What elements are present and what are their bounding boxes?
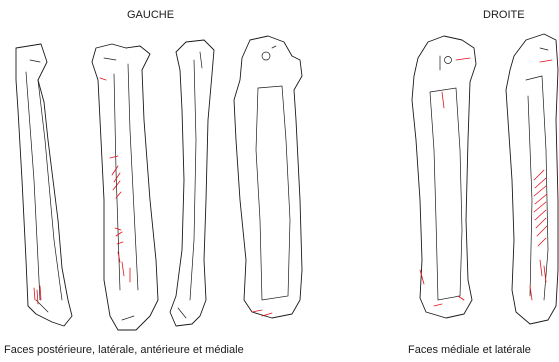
right-medial-marks: [420, 58, 470, 306]
left-lateral-view: [92, 44, 158, 330]
right-lateral-view: [506, 34, 558, 324]
left-posterior-view: [16, 44, 72, 326]
right-lateral-marks: [530, 60, 552, 300]
left-medial-view: [234, 36, 302, 318]
left-anterior-view: [170, 40, 214, 326]
right-group-caption: Faces médiale et latérale: [408, 345, 531, 356]
left-group-caption: Faces postérieure, latérale, antérieure …: [4, 345, 244, 356]
